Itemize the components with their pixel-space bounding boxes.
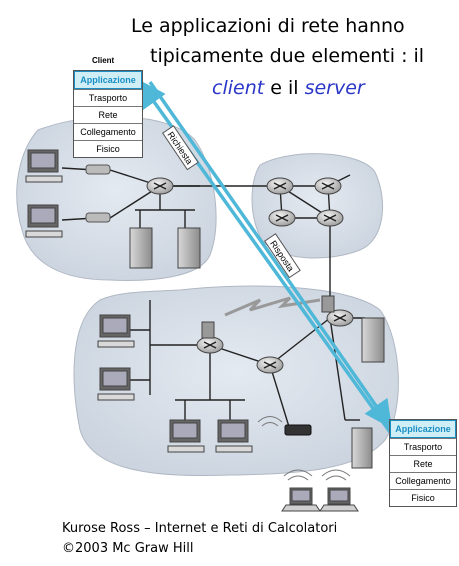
- client-layer-network: Rete: [74, 106, 142, 123]
- title-line-2: tipicamente due elementi : il: [150, 45, 425, 67]
- client-layer-link: Collegamento: [74, 123, 142, 140]
- client-stack-title: Client: [92, 56, 115, 65]
- title-connector: e il: [264, 77, 305, 99]
- client-layer-transport: Trasporto: [74, 89, 142, 106]
- client-protocol-stack: Applicazione Trasporto Rete Collegamento…: [73, 70, 143, 158]
- modems: [85, 164, 312, 436]
- title-line-1: Le applicazioni di rete hanno: [131, 15, 405, 37]
- base-station: [201, 295, 335, 339]
- server-layer-application: Applicazione: [390, 420, 456, 438]
- client-layer-physical: Fisico: [74, 140, 142, 157]
- servers: [129, 227, 385, 469]
- server-layer-link: Collegamento: [390, 472, 456, 489]
- laptops: [257, 416, 359, 512]
- request-arrow: [148, 80, 393, 429]
- server-layer-network: Rete: [390, 455, 456, 472]
- server-layer-transport: Trasporto: [390, 438, 456, 455]
- title-line-3: client e il server: [212, 76, 365, 100]
- wireless-link: [224, 296, 321, 317]
- network-cloud-left: [16, 116, 217, 281]
- routers: [146, 177, 354, 374]
- server-word: server: [304, 77, 365, 99]
- footer-credit-line-2: ©2003 Mc Graw Hill: [62, 541, 194, 556]
- server-layer-physical: Fisico: [390, 489, 456, 506]
- client-word: client: [212, 77, 265, 99]
- server-protocol-stack: Applicazione Trasporto Rete Collegamento…: [389, 419, 457, 507]
- client-layer-application: Applicazione: [74, 71, 142, 89]
- network-cloud-bottom: [73, 285, 399, 477]
- footer-credit-line-1: Kurose Ross – Internet e Reti di Calcola…: [62, 521, 338, 536]
- desktop-computers: [25, 149, 253, 453]
